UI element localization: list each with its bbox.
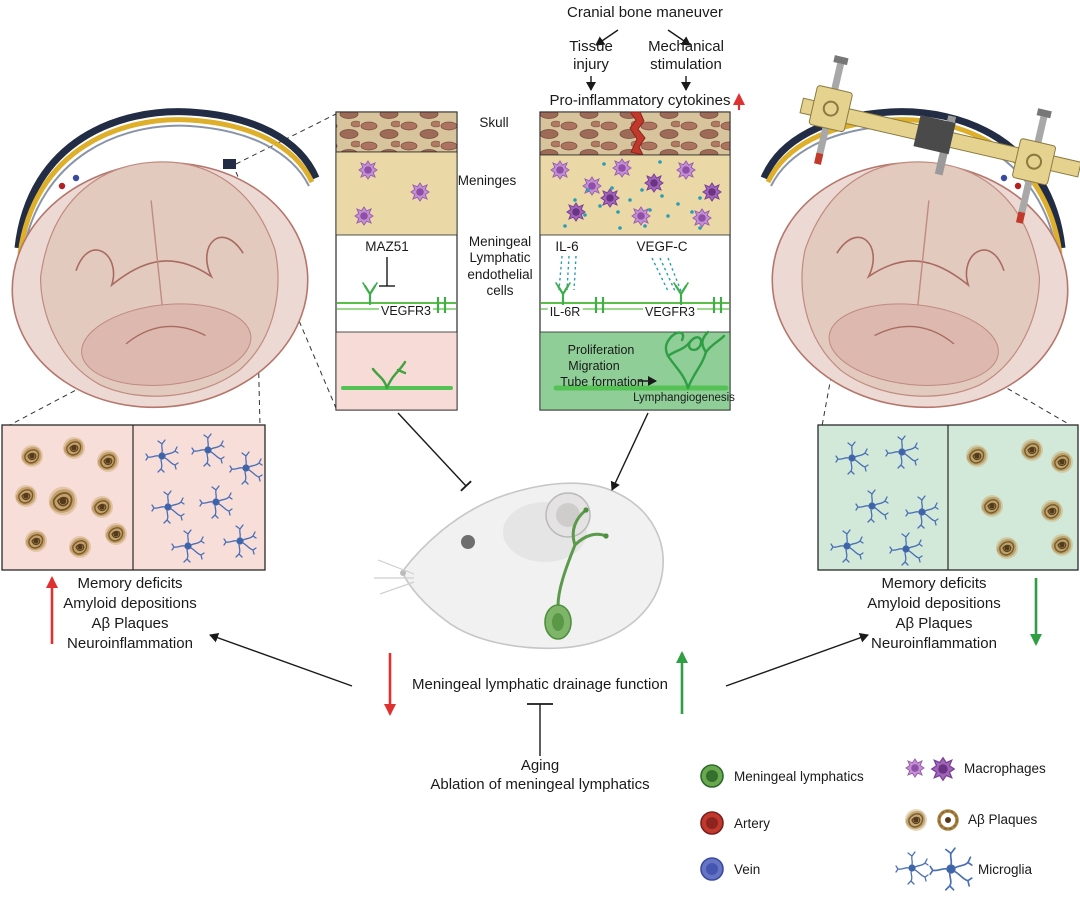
migration-label: Migration bbox=[568, 359, 620, 373]
cranial-bone-maneuver-label: Cranial bone maneuver bbox=[567, 4, 723, 21]
legend-label-vein: Vein bbox=[734, 862, 761, 877]
artery-dot bbox=[58, 182, 66, 190]
vegfr3-left-label: VEGFR3 bbox=[378, 304, 434, 320]
legend-label-artery: Artery bbox=[734, 816, 771, 831]
center-zoom-panel bbox=[539, 111, 731, 411]
legend-label-meningeal-lymphatics: Meningeal lymphatics bbox=[734, 769, 864, 784]
macrophage-icon bbox=[354, 206, 374, 226]
cytokine-signal-streams bbox=[558, 255, 682, 292]
meninges-layer-label: Meninges bbox=[457, 173, 517, 188]
mouse-eye bbox=[461, 535, 475, 549]
skull-layer-label: Skull bbox=[479, 115, 509, 130]
sparse-lymphatic-vessel bbox=[371, 360, 407, 390]
il6-label: IL-6 bbox=[555, 239, 579, 254]
inhibition-tbar bbox=[460, 480, 472, 492]
macrophage-icon bbox=[410, 182, 430, 202]
maz51-label: MAZ51 bbox=[365, 239, 409, 254]
left-outcome-line: Neuroinflammation bbox=[67, 635, 193, 652]
maz51-inhibition-bar bbox=[379, 257, 395, 287]
proliferation-label: Proliferation bbox=[567, 343, 635, 357]
il6r-label: IL-6R bbox=[547, 305, 583, 321]
vegfr3-center-label: VEGFR3 bbox=[642, 305, 698, 321]
arrow-to-left-outcomes bbox=[209, 632, 353, 687]
top-flow-arrows bbox=[586, 29, 691, 91]
zoom-source-marker bbox=[223, 159, 236, 169]
skull-screw-mark bbox=[1015, 211, 1026, 224]
left-outcome-line: Memory deficits bbox=[77, 575, 183, 592]
left-brain-section bbox=[11, 108, 320, 409]
trend-arrows bbox=[46, 93, 1042, 716]
legend-label-macrophages: Macrophages bbox=[964, 761, 1046, 776]
skull-screw-mark bbox=[814, 152, 824, 165]
right-outcome-line: Neuroinflammation bbox=[871, 635, 997, 652]
macrophage-icon bbox=[358, 160, 378, 180]
inhibition-line-to-mouse bbox=[397, 412, 467, 487]
mechanical-stimulation-label: Mechanical stimulation bbox=[648, 38, 724, 74]
lymphatic-network bbox=[664, 330, 726, 390]
left-outcome-box bbox=[1, 424, 266, 571]
stereotaxic-device bbox=[799, 55, 1080, 224]
tissue-injury-label: Tissue injury bbox=[569, 38, 613, 74]
left-outcome-line: Aβ Plaques bbox=[91, 615, 169, 632]
aging-label: Aging bbox=[520, 757, 560, 774]
right-outcome-line: Amyloid depositions bbox=[867, 595, 1001, 612]
legend-label-microglia: Microglia bbox=[978, 862, 1033, 877]
pro-inflammatory-cytokines-label: Pro-inflammatory cytokines bbox=[549, 92, 731, 109]
left-zoom-panel bbox=[335, 111, 458, 411]
stimulation-arrow-to-mouse bbox=[610, 412, 649, 491]
skull-injury-crack bbox=[629, 111, 646, 156]
right-outcome-box bbox=[817, 424, 1079, 571]
plaque-icon bbox=[904, 808, 928, 832]
mlec-layer-label: Meningeal Lymphatic endothelial cells bbox=[467, 234, 533, 299]
macrophage-icon bbox=[905, 758, 925, 778]
vein-dot bbox=[72, 174, 80, 182]
legend-icons bbox=[700, 757, 973, 891]
right-outcome-line: Memory deficits bbox=[881, 575, 987, 592]
plaque-icon bbox=[937, 809, 959, 831]
ablation-label: Ablation of meningeal lymphatics bbox=[430, 776, 650, 793]
right-brain-section bbox=[760, 108, 1069, 409]
tube-formation-label: Tube formation bbox=[560, 375, 644, 389]
mouse-illustration bbox=[374, 482, 664, 650]
drainage-function-label: Meningeal lymphatic drainage function bbox=[412, 676, 668, 693]
cytokine-dots bbox=[563, 160, 702, 230]
arrow-to-right-outcomes bbox=[725, 632, 869, 687]
microglia-icon bbox=[895, 851, 929, 885]
legend-label-ab-plaques: Aβ Plaques bbox=[968, 812, 1038, 827]
macrophage-icon bbox=[931, 757, 955, 781]
lymphangiogenesis-label: Lymphangiogenesis bbox=[633, 392, 735, 404]
mouse-meningeal-lymphatics bbox=[544, 507, 609, 640]
microglia-icon bbox=[929, 847, 973, 891]
right-outcome-line: Aβ Plaques bbox=[895, 615, 973, 632]
vegfc-label: VEGF-C bbox=[636, 239, 688, 254]
connector-arrows bbox=[209, 412, 869, 756]
left-outcome-line: Amyloid depositions bbox=[63, 595, 197, 612]
